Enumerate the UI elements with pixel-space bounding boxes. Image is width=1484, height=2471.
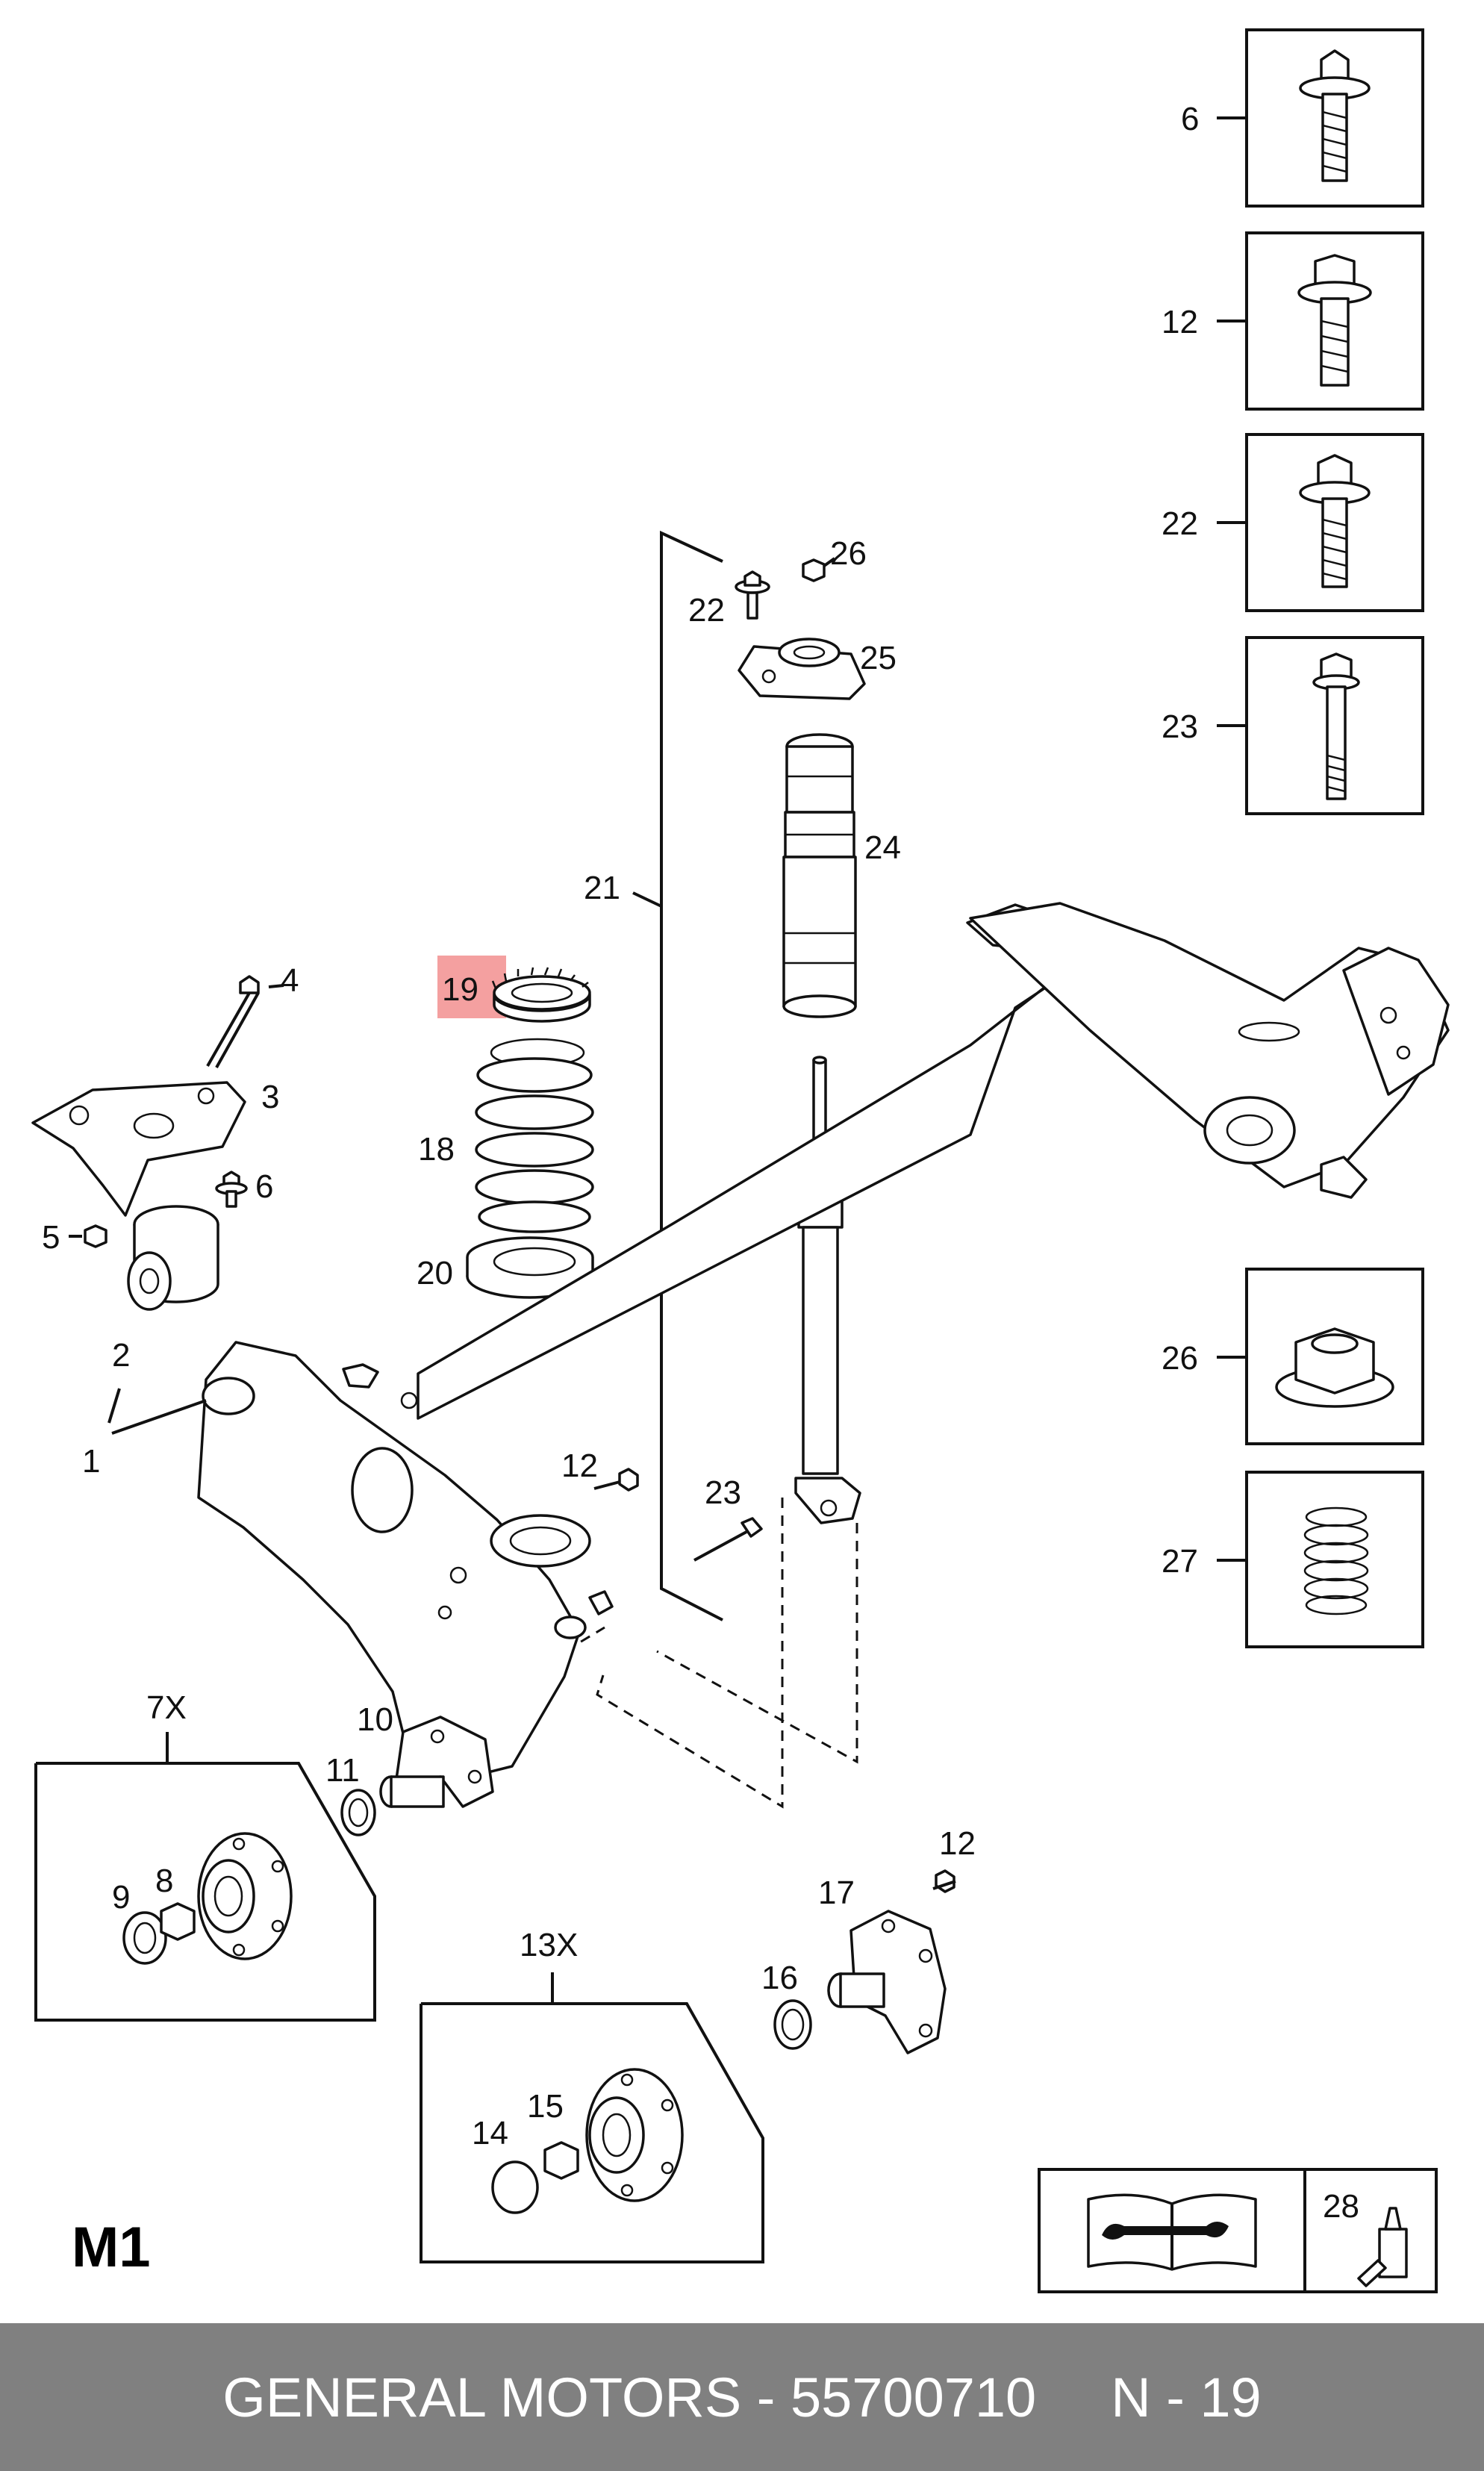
part-25-top-mount: 25 [738, 638, 897, 700]
callout-7x: 7X [146, 1689, 187, 1726]
part-2-bushing: 2 [107, 1205, 219, 1424]
part-17-stub-axle: 17 [818, 1875, 947, 2054]
detail-box-6: 6 [1181, 28, 1424, 208]
side-callout-12: 12 [1162, 304, 1198, 340]
callout-1: 1 [82, 1443, 100, 1480]
detail-box-22: 22 [1162, 433, 1424, 612]
shock-assembly-bracket: 21 [584, 530, 723, 1621]
long-bolt-icon [1312, 652, 1360, 800]
callout-20: 20 [417, 1255, 453, 1291]
side-callout-6: 6 [1181, 101, 1199, 137]
hex-flange-bolt-icon [1297, 254, 1372, 387]
callout-25: 25 [860, 640, 897, 676]
service-manual-icon [1087, 2193, 1257, 2271]
part-19-spring-seat-upper: 19 [437, 956, 591, 1023]
callout-12b: 12 [939, 1825, 976, 1862]
detail-box-23: 23 [1162, 636, 1424, 815]
side-callout-27: 27 [1162, 1543, 1198, 1580]
flange-bolt-icon [1299, 49, 1371, 182]
part-hub-13 [585, 2068, 684, 2202]
footer-reference: N - 19 [1111, 2366, 1262, 2428]
callout-13x: 13X [520, 1927, 578, 1963]
group-7x: 7X 9 8 [34, 1689, 376, 2022]
part-26-nut: 26 [802, 535, 867, 582]
part-22-bolt: 22 [688, 570, 770, 629]
callout-5: 5 [42, 1219, 60, 1256]
callout-6: 6 [255, 1168, 273, 1205]
callout-4: 4 [281, 962, 299, 999]
part-18-coil-spring: 18 [418, 1038, 594, 1233]
callout-8: 8 [155, 1863, 173, 1899]
detail-box-12: 12 [1162, 231, 1424, 411]
callout-11: 11 [325, 1752, 360, 1789]
callout-26: 26 [830, 535, 867, 572]
part-hub-7 [197, 1832, 293, 1960]
group-13x: 13X 14 15 [420, 1927, 764, 2263]
flange-nut-icon [1275, 1327, 1394, 1408]
part-14-cap: 14 [472, 2115, 539, 2214]
assembly-guide-lines [365, 1498, 858, 1809]
footer-bar: GENERAL MOTORS - 55700710 N - 19 [0, 2323, 1484, 2471]
callout-21: 21 [584, 870, 620, 906]
part-15-nut: 15 [527, 2088, 579, 2180]
callout-18: 18 [418, 1131, 455, 1168]
part-8-nut: 8 [155, 1863, 196, 1941]
part-24-bump-stop: 24 [782, 733, 901, 1018]
callout-10: 10 [357, 1701, 393, 1738]
callout-14: 14 [472, 2115, 508, 2151]
model-code: M1 [72, 2216, 151, 2279]
torx-flange-bolt-icon [1299, 454, 1371, 588]
callout-3: 3 [261, 1079, 279, 1115]
callout-23: 23 [705, 1474, 741, 1511]
callout-24: 24 [864, 829, 901, 866]
footer-brand-part: GENERAL MOTORS - 55700710 [222, 2366, 1037, 2428]
detail-box-27: 27 [1162, 1471, 1424, 1648]
detail-box-26: 26 [1162, 1268, 1424, 1445]
part-12-bolt-bottom: 12 [932, 1825, 976, 1893]
part-11-seal: 11 [325, 1752, 376, 1836]
part-20-spring-seat-lower: 20 [417, 1236, 594, 1299]
callout-2: 2 [112, 1337, 130, 1374]
side-callout-26: 26 [1162, 1340, 1198, 1377]
adhesive-tube-icon: 28 [1323, 2188, 1408, 2287]
part-6-bolt: 6 [215, 1168, 273, 1208]
callout-28: 28 [1323, 2188, 1359, 2225]
part-10-stub-axle: 10 [357, 1701, 494, 1808]
spring-clip-icon [1303, 1506, 1369, 1615]
part-23-lower-bolt: 23 [693, 1474, 763, 1562]
part-9-cap: 9 [112, 1879, 167, 1965]
callout-12a: 12 [561, 1448, 598, 1484]
callout-16: 16 [761, 1960, 798, 1996]
callout-9: 9 [112, 1879, 130, 1916]
callout-17: 17 [818, 1875, 855, 1911]
side-callout-22: 22 [1162, 505, 1198, 542]
part-5-nut: 5 [42, 1219, 107, 1256]
part-4-bolt: 4 [206, 962, 299, 1068]
part-3-bracket: 3 [31, 1079, 279, 1217]
manual-reference-box: 28 [1038, 2168, 1438, 2293]
part-12-bolt-top: 12 [561, 1448, 639, 1492]
side-callout-23: 23 [1162, 708, 1198, 745]
callout-19: 19 [442, 971, 478, 1008]
callout-15: 15 [527, 2088, 564, 2125]
part-1-axle-beam: 1 [82, 902, 1450, 1783]
part-16-seal: 16 [761, 1960, 812, 2050]
callout-22: 22 [688, 592, 725, 629]
